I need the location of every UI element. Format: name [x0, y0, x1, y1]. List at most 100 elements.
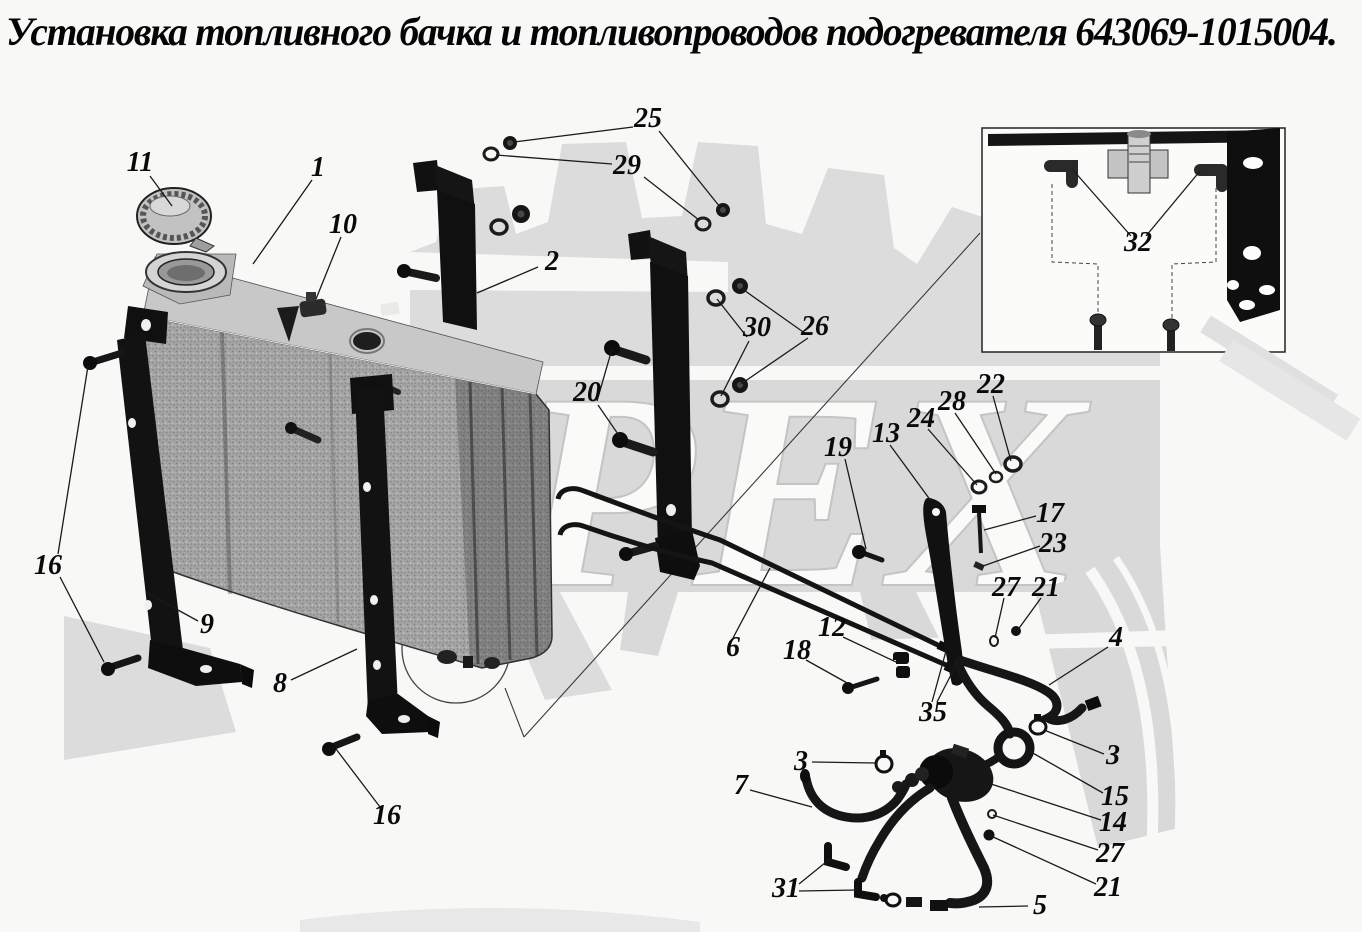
hose-fitting: [930, 900, 948, 911]
leader-line: [927, 428, 978, 486]
elbow-fitting: [1044, 160, 1078, 188]
hose-clamp-left: [874, 750, 894, 774]
leader-line: [476, 266, 539, 294]
leader-line: [315, 236, 342, 300]
leader-line: [720, 340, 750, 397]
leader-line: [1048, 646, 1109, 686]
callout-16-left: 16: [34, 550, 62, 581]
callout-24: 24: [907, 403, 935, 434]
callout-12: 12: [818, 612, 846, 643]
heater-hoses-and-pump: [800, 652, 1102, 911]
callout-3-right: 3: [1106, 740, 1120, 771]
leader-line: [740, 337, 809, 385]
leader-line: [798, 857, 832, 885]
hose-clamp-right: [1028, 714, 1048, 736]
leader-line: [990, 835, 1097, 885]
callout-9: 9: [200, 609, 214, 640]
callout-27-lower: 27: [1096, 838, 1124, 869]
leader-line: [1072, 169, 1132, 237]
inset-bolts: [1089, 313, 1180, 351]
leader-line: [149, 175, 173, 207]
callout-10: 10: [329, 209, 357, 240]
tank-strap-center: [350, 374, 440, 738]
filler-neck: [145, 251, 227, 293]
callout-35: 35: [919, 697, 947, 728]
callout-20: 20: [573, 377, 601, 408]
inset-detail-box: [981, 127, 1361, 441]
leader-line: [57, 365, 89, 555]
leader-line: [643, 176, 700, 221]
leader-line: [987, 782, 1102, 821]
callout-25: 25: [634, 103, 662, 134]
bracket-bolts: [604, 340, 658, 457]
leader-line: [983, 515, 1037, 531]
callout-11: 11: [126, 147, 154, 178]
leader-line: [798, 889, 858, 892]
leader-line: [495, 154, 613, 165]
callout-28: 28: [938, 386, 966, 417]
inset-bracket: [1227, 128, 1280, 322]
fuel-tank: [142, 251, 553, 669]
callout-2: 2: [545, 246, 559, 277]
callout-15: 15: [1101, 781, 1129, 812]
leader-lines: [57, 126, 1201, 908]
inlet-hose: [801, 773, 911, 823]
elbow-fitting: [854, 878, 880, 901]
watermark-letters: РЕХ: [510, 335, 1091, 646]
elbow-fitting: [1194, 164, 1228, 192]
filler-cap: [136, 187, 215, 253]
leader-line: [146, 592, 199, 622]
callout-32: 32: [1124, 227, 1152, 258]
leader-line: [805, 659, 850, 685]
callout-30: 30: [743, 312, 771, 343]
watermark-gear: РЕХ: [64, 142, 1183, 932]
callout-7: 7: [734, 770, 748, 801]
callout-19: 19: [824, 432, 852, 463]
callout-18: 18: [783, 635, 811, 666]
elbow-fitting: [824, 842, 850, 871]
leader-line: [1043, 729, 1105, 755]
callout-21-upper: 21: [1032, 572, 1060, 603]
leader-line: [658, 130, 721, 208]
leader-line: [954, 412, 997, 475]
callout-1: 1: [311, 152, 325, 183]
leader-line: [1016, 597, 1042, 632]
pipe-clip: [890, 652, 910, 678]
tank-outlet-fitting: [277, 292, 327, 342]
callout-6: 6: [726, 632, 740, 663]
callout-5: 5: [1033, 890, 1047, 921]
callout-23: 23: [1039, 528, 1067, 559]
heater-pump: [892, 743, 994, 802]
callout-21-lower: 21: [1094, 872, 1122, 903]
heater-bracket: [923, 497, 964, 686]
callout-8: 8: [273, 668, 287, 699]
leader-line: [252, 179, 313, 265]
callout-4: 4: [1109, 622, 1123, 653]
mounting-bolts: [83, 349, 986, 756]
leader-line: [844, 458, 867, 550]
support-bracket-left: [397, 160, 477, 330]
callout-16-bottom: 16: [373, 800, 401, 831]
leader-line: [842, 636, 897, 663]
callout-31: 31: [772, 873, 800, 904]
leader-line: [931, 650, 947, 703]
tank-strap-left: [117, 306, 254, 688]
leader-line: [889, 444, 932, 502]
coiled-hose: [993, 727, 1035, 769]
leader-line: [596, 348, 613, 402]
leader-line: [1030, 751, 1104, 794]
leader-line: [59, 576, 105, 663]
callout-17: 17: [1036, 498, 1064, 529]
leader-line: [936, 668, 955, 703]
tank-top-opening: [353, 332, 381, 350]
tank-right-band: [455, 378, 552, 668]
leader-line: [992, 395, 1012, 462]
leader-line: [513, 126, 634, 143]
callout-29: 29: [613, 150, 641, 181]
leader-line: [978, 905, 1029, 908]
callout-27-upper: 27: [992, 572, 1020, 603]
leader-line: [992, 814, 1099, 851]
leader-line: [994, 597, 1005, 639]
leader-line: [740, 287, 807, 335]
